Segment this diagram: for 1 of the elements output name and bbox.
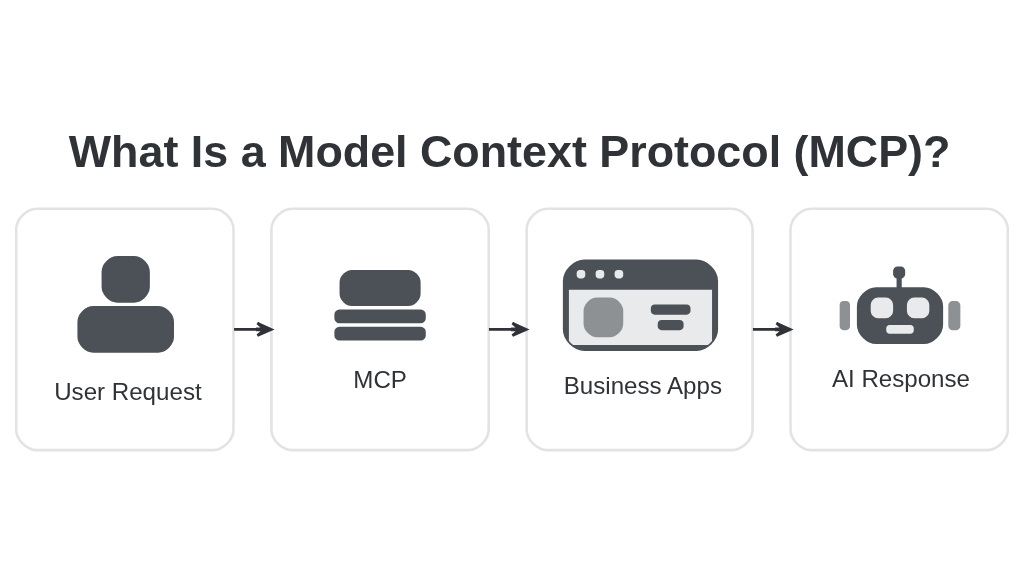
diagram-title: What Is a Model Context Protocol (MCP)?	[68, 125, 951, 177]
